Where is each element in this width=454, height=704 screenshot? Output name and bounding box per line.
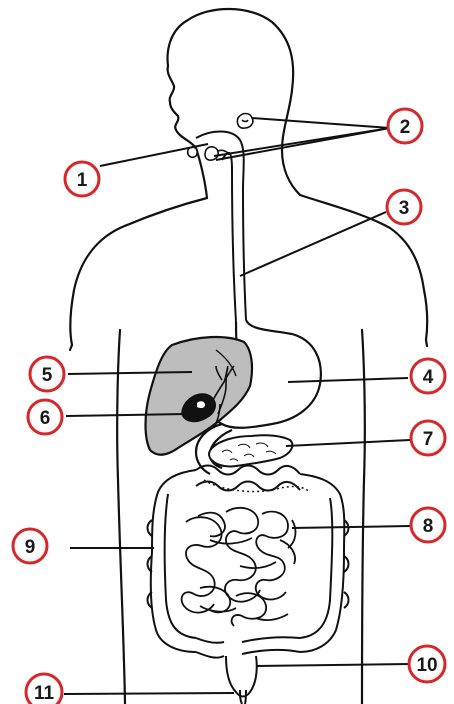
callout-badge-4: 4 — [411, 359, 445, 393]
leader-line-7 — [286, 440, 410, 446]
callout-label-10: 10 — [416, 655, 437, 676]
callout-label-2: 2 — [400, 117, 411, 138]
callout-label-4: 4 — [423, 367, 434, 388]
callout-label-7: 7 — [423, 429, 434, 450]
callout-badge-9: 9 — [13, 529, 47, 563]
callout-label-9: 9 — [25, 537, 36, 558]
callout-badge-2: 2 — [388, 109, 422, 143]
callout-badge-8: 8 — [411, 508, 445, 542]
leader-line-2a — [252, 118, 390, 128]
leader-line-3 — [240, 212, 386, 276]
callout-label-5: 5 — [42, 365, 53, 386]
rectum — [226, 656, 257, 704]
callout-label-3: 3 — [399, 198, 410, 219]
leader-line-11 — [64, 693, 234, 694]
large-intestine — [148, 466, 349, 658]
callout-badge-3: 3 — [387, 190, 421, 224]
leader-line-10 — [256, 664, 410, 666]
callout-badge-7: 7 — [411, 421, 445, 455]
callout-badge-5: 5 — [30, 357, 64, 391]
callout-badge-1: 1 — [65, 162, 99, 196]
leader-line-8 — [292, 526, 410, 528]
callout-badge-11: 11 — [26, 674, 62, 704]
small-intestine — [182, 508, 296, 626]
callout-label-8: 8 — [423, 516, 434, 537]
callout-label-11: 11 — [34, 683, 55, 704]
callout-badge-10: 10 — [409, 646, 445, 682]
callout-label-6: 6 — [40, 408, 51, 429]
callout-badge-6: 6 — [28, 400, 62, 434]
pancreas — [209, 435, 292, 466]
callout-label-1: 1 — [77, 170, 88, 191]
